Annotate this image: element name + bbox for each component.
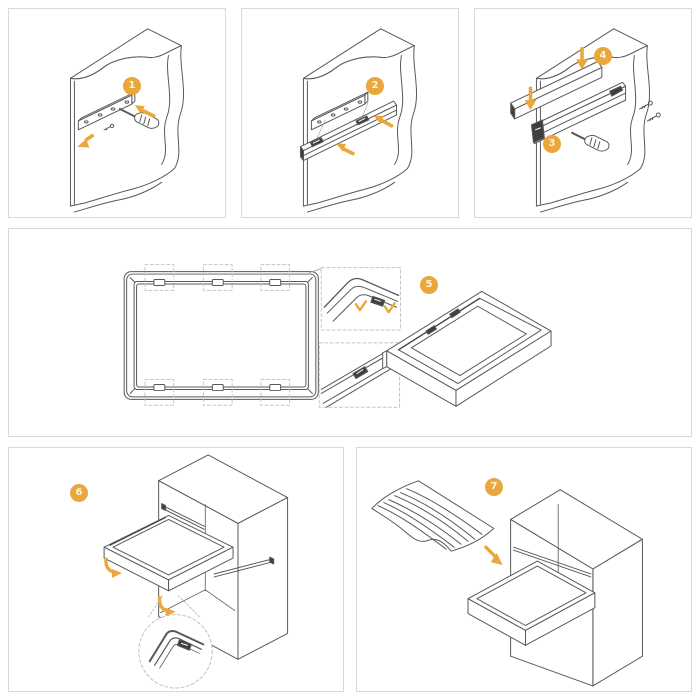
direction-arrow-icon [84, 109, 156, 142]
step-badge: 3 [543, 135, 561, 153]
step-badge: 4 [594, 47, 612, 65]
check-icon [383, 302, 396, 314]
screwdriver-icon [571, 131, 610, 152]
step-2-illustration [299, 28, 418, 213]
cover-profile [510, 61, 603, 120]
arrowhead-icon [576, 59, 588, 70]
step-6-illustration [103, 454, 289, 689]
arrowhead-icon [336, 143, 347, 152]
magnifier-detail [138, 595, 213, 689]
arrowhead-icon [134, 105, 145, 114]
cabinet-slide-rails [161, 503, 275, 578]
clip-position-boxes [144, 264, 291, 406]
pull-out-frame [103, 514, 234, 592]
top-row: 1 [8, 8, 692, 218]
frame-isometric-view [382, 290, 552, 407]
snap-arrow-icon [104, 557, 176, 617]
down-arrow-icon [528, 46, 584, 103]
cabinet-slide-rails [513, 546, 592, 578]
step-3-4-illustration [510, 28, 661, 213]
arrowhead-icon [524, 100, 537, 111]
step-panel-2: 2 [241, 8, 459, 218]
pull-out-frame [467, 560, 596, 646]
bottom-row: 6 [8, 447, 692, 692]
slide-rail-assembly [531, 81, 627, 145]
step-badge: 5 [420, 276, 438, 294]
check-icon [354, 300, 368, 312]
step-badge: 1 [123, 77, 141, 95]
step-panel-5: 5 [8, 228, 692, 437]
step-panel-6: 6 [8, 447, 344, 692]
step-7-illustration [371, 480, 643, 687]
step-panel-1: 1 [8, 8, 226, 218]
screw-icon [103, 123, 115, 131]
frame-clips [153, 279, 282, 391]
step-badge: 7 [485, 478, 503, 496]
step-badge: 2 [366, 77, 384, 95]
step-5-illustration [123, 264, 552, 408]
step-1-illustration [69, 28, 185, 213]
leader-line [308, 268, 322, 273]
direction-arrow-icon [343, 119, 394, 156]
arrowhead-icon [77, 138, 90, 148]
step-badge: 6 [70, 484, 88, 502]
insert-arrow-icon [484, 545, 503, 566]
step-panel-7: 7 [356, 447, 692, 692]
corner-detail-callout [320, 267, 402, 331]
arrowhead-icon [373, 115, 384, 124]
mounting-bracket [77, 91, 136, 131]
step-panel-3-4: 3 4 [474, 8, 692, 218]
screw-icon [638, 100, 661, 122]
cabinet-side-panel [69, 28, 185, 213]
wave-insert [371, 480, 495, 552]
